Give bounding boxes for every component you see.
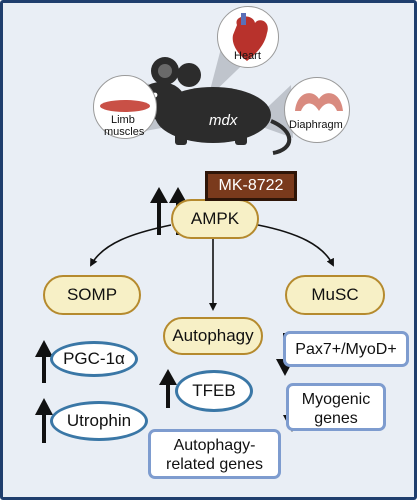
ampk-node: AMPK [171, 199, 259, 239]
organ-overlay [100, 13, 343, 112]
diaphragm-label: Diaphragm [289, 119, 343, 131]
arrow-to-somp [90, 224, 172, 267]
heart-label: Heart [234, 50, 261, 62]
drug-box: MK-8722 [205, 171, 297, 201]
autophagy-genes-box: Autophagy- related genes [148, 429, 281, 479]
tfeb-up-arrow-icon [159, 369, 177, 408]
limb-label-line1: Limb [111, 114, 135, 126]
somp-node: SOMP [43, 275, 141, 315]
myogenic-genes-line1: Myogenic [301, 391, 371, 408]
arrow-to-musc [257, 224, 334, 267]
autophagy-node: Autophagy [163, 317, 263, 355]
myogenic-genes-line2: genes [314, 410, 358, 427]
mouse-model-label: mdx [209, 112, 238, 129]
musc-node: MuSC [285, 275, 385, 315]
utrophin-up-arrow-icon [35, 398, 53, 443]
autophagy-genes-line1: Autophagy- [173, 437, 256, 454]
myogenic-genes-box: Myogenic genes [286, 383, 386, 431]
pax7-box: Pax7+/MyoD+ [283, 331, 409, 367]
autophagy-genes-line2: related genes [166, 456, 263, 473]
pgc-ellipse: PGC-1α [50, 341, 138, 377]
limb-label-line2: muscles [104, 126, 145, 138]
pgc-up-arrow-icon [35, 340, 53, 383]
tfeb-ellipse: TFEB [175, 370, 253, 412]
utrophin-ellipse: Utrophin [50, 401, 148, 441]
